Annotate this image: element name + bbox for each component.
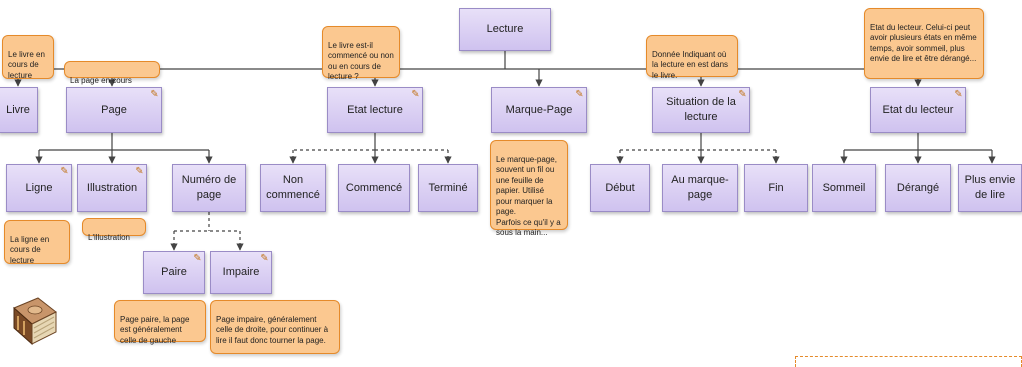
node-debut-label: Début xyxy=(605,181,635,194)
node-impaire-label: Impaire xyxy=(222,266,260,279)
node-commence-label: Commencé xyxy=(345,181,403,194)
node-termine[interactable]: Terminé xyxy=(418,164,478,212)
node-lecture[interactable]: Lecture xyxy=(459,8,551,51)
node-numero-page-label: Numéro de page xyxy=(181,174,237,201)
dashed-frame xyxy=(795,356,1022,367)
node-illustration-label: Illustration xyxy=(86,181,138,194)
node-au-marque-page[interactable]: Au marque-page xyxy=(662,164,738,212)
node-situation-label: Situation de la lecture xyxy=(666,96,736,123)
node-termine-label: Terminé xyxy=(428,181,468,194)
pencil-icon: ✎ xyxy=(954,89,963,100)
note-livre-text: Le livre en cours de lecture xyxy=(8,49,45,80)
pencil-icon: ✎ xyxy=(135,166,144,177)
node-commence[interactable]: Commencé xyxy=(338,164,410,212)
book-icon xyxy=(13,297,57,346)
node-numero-page[interactable]: Numéro de page xyxy=(172,164,246,212)
note-etat-lecture: Le livre est-il commencé ou non ou en co… xyxy=(322,26,400,81)
node-non-commence[interactable]: Non commencé xyxy=(260,164,326,212)
note-illustration: L'illustration xyxy=(82,218,146,242)
node-fin[interactable]: Fin xyxy=(744,164,808,212)
node-etat-lecteur-label: Etat du lecteur xyxy=(882,103,954,116)
node-lecture-label: Lecture xyxy=(486,23,524,36)
note-ligne-text: La ligne en cours de lecture xyxy=(10,234,50,265)
note-livre: Le livre en cours de lecture xyxy=(2,35,54,80)
pencil-icon: ✎ xyxy=(575,89,584,100)
node-paire-label: Paire xyxy=(161,266,187,279)
node-marque-page[interactable]: Marque-Page ✎ xyxy=(491,87,587,133)
node-illustration[interactable]: Illustration ✎ xyxy=(77,164,147,212)
node-page-label: Page xyxy=(101,103,127,116)
node-etat-lecture[interactable]: Etat lecture ✎ xyxy=(327,87,423,133)
note-marque-page: Le marque-page, souvent un fil ou une fe… xyxy=(490,140,568,237)
node-debut[interactable]: Début xyxy=(590,164,650,212)
note-impaire-text: Page impaire, généralement celle de droi… xyxy=(216,314,329,345)
pencil-icon: ✎ xyxy=(738,89,747,100)
node-paire[interactable]: Paire ✎ xyxy=(143,251,205,294)
note-ligne: La ligne en cours de lecture xyxy=(4,220,70,265)
node-plus-envie[interactable]: Plus envie de lire xyxy=(958,164,1022,212)
node-marque-page-label: Marque-Page xyxy=(505,103,573,116)
note-etat-lecteur: Etat du lecteur. Celui-ci peut avoir plu… xyxy=(864,8,984,79)
note-situation: Donnée Indiquant où la lecture en est da… xyxy=(646,35,738,80)
node-page[interactable]: Page ✎ xyxy=(66,87,162,133)
note-page-text: La page en cours xyxy=(70,75,132,85)
node-livre[interactable]: Livre xyxy=(0,87,38,133)
note-illustration-text: L'illustration xyxy=(88,232,130,242)
node-derange-label: Dérangé xyxy=(896,181,940,194)
node-etat-lecteur[interactable]: Etat du lecteur ✎ xyxy=(870,87,966,133)
note-page: La page en cours xyxy=(64,61,160,85)
node-fin-label: Fin xyxy=(768,181,784,194)
pencil-icon: ✎ xyxy=(150,89,159,100)
note-etat-lecture-text: Le livre est-il commencé ou non ou en co… xyxy=(328,40,394,82)
node-plus-envie-label: Plus envie de lire xyxy=(964,174,1016,201)
pencil-icon: ✎ xyxy=(411,89,420,100)
pencil-icon: ✎ xyxy=(193,253,202,264)
note-paire: Page paire, la page est généralement cel… xyxy=(114,300,206,345)
note-paire-text: Page paire, la page est généralement cel… xyxy=(120,314,190,345)
node-situation[interactable]: Situation de la lecture ✎ xyxy=(652,87,750,133)
node-non-commence-label: Non commencé xyxy=(266,174,320,201)
node-sommeil-label: Sommeil xyxy=(822,181,866,194)
node-etat-lecture-label: Etat lecture xyxy=(347,103,403,116)
node-ligne-label: Ligne xyxy=(25,181,53,194)
note-situation-text: Donnée Indiquant où la lecture en est da… xyxy=(652,49,729,80)
node-derange[interactable]: Dérangé xyxy=(885,164,951,212)
node-livre-label: Livre xyxy=(6,103,30,116)
node-sommeil[interactable]: Sommeil xyxy=(812,164,876,212)
note-marque-page-text: Le marque-page, souvent un fil ou une fe… xyxy=(496,154,561,238)
node-impaire[interactable]: Impaire ✎ xyxy=(210,251,272,294)
note-impaire: Page impaire, généralement celle de droi… xyxy=(210,300,340,354)
node-au-marque-page-label: Au marque-page xyxy=(671,174,729,201)
pencil-icon: ✎ xyxy=(60,166,69,177)
pencil-icon: ✎ xyxy=(260,253,269,264)
node-ligne[interactable]: Ligne ✎ xyxy=(6,164,72,212)
note-etat-lecteur-text: Etat du lecteur. Celui-ci peut avoir plu… xyxy=(870,22,977,64)
